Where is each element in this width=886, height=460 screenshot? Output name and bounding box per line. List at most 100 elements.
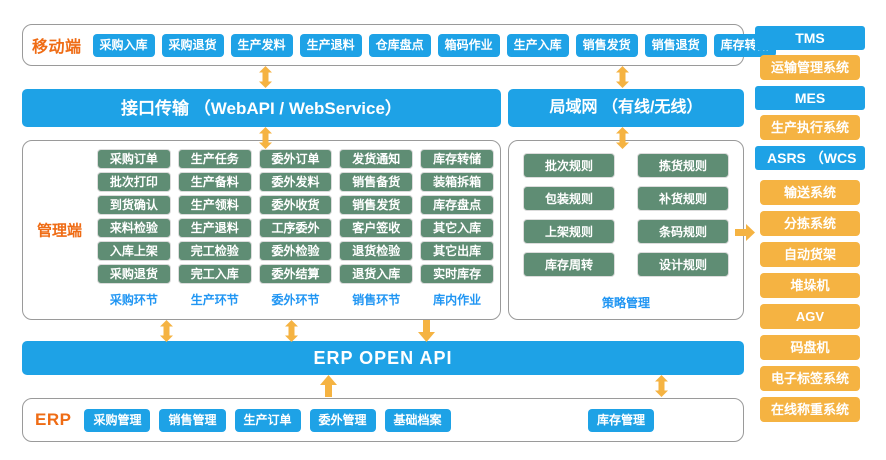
arrow-mobile-to-api-arrow-icon xyxy=(257,66,274,88)
mgmt-item[interactable]: 委外订单 xyxy=(258,149,333,169)
mgmt-item[interactable]: 其它出库 xyxy=(420,241,494,261)
mgmt-item[interactable]: 完工检验 xyxy=(177,241,252,261)
erp-item-outsourcing[interactable]: 委外管理 xyxy=(309,408,376,432)
strategy-item[interactable]: 拣货规则 xyxy=(637,153,729,178)
mgmt-item[interactable]: 其它入库 xyxy=(420,218,494,238)
mgmt-item[interactable]: 完工入库 xyxy=(177,264,252,284)
mobile-item-4[interactable]: 仓库盘点 xyxy=(368,33,431,57)
strategy-item[interactable]: 批次规则 xyxy=(523,153,615,178)
mobile-item-0[interactable]: 采购入库 xyxy=(92,33,155,57)
strategy-item[interactable]: 条码规则 xyxy=(637,219,729,244)
mgmt-item[interactable]: 委外发料 xyxy=(258,172,333,192)
sidebar-item-asrs-5[interactable]: 码盘机 xyxy=(760,335,860,360)
mobile-item-1[interactable]: 采购退货 xyxy=(161,33,224,57)
arrow-api-to-mgmt-arrow-icon xyxy=(257,127,274,149)
strategy-grid: 批次规则 拣货规则 包装规则 补货规则 上架规则 条码规则 库存周转 设计规则 … xyxy=(523,153,729,311)
sidebar-item-asrs-2[interactable]: 自动货架 xyxy=(760,242,860,267)
management-column-caption: 库内作业 xyxy=(433,293,482,307)
mgmt-item[interactable]: 生产退料 xyxy=(177,218,252,238)
mgmt-item[interactable]: 采购退货 xyxy=(97,264,171,284)
erp-section-panel: ERP 采购管理 销售管理 生产订单 委外管理 基础档案 库存管理 xyxy=(22,398,744,442)
management-column-purchase: 采购订单 批次打印 到货确认 来料检验 入库上架 采购退货 采购环节 xyxy=(97,149,171,313)
strategy-item[interactable]: 库存周转 xyxy=(523,252,615,277)
strategy-item[interactable]: 设计规则 xyxy=(637,252,729,277)
mgmt-item[interactable]: 生产任务 xyxy=(177,149,252,169)
sidebar-item-mes-0[interactable]: 生产执行系统 xyxy=(760,115,860,140)
strategy-row: 批次规则 拣货规则 xyxy=(523,153,729,178)
sidebar-item-asrs-4[interactable]: AGV xyxy=(760,304,860,329)
erp-item-purchase[interactable]: 采购管理 xyxy=(84,408,151,432)
mgmt-item[interactable]: 委外检验 xyxy=(258,241,333,261)
erp-section-row: ERP 采购管理 销售管理 生产订单 委外管理 基础档案 库存管理 xyxy=(23,399,743,441)
management-section-panel: 管理端 采购订单 批次打印 到货确认 来料检验 入库上架 采购退货 采购环节 生… xyxy=(22,140,501,320)
sidebar-item-asrs-6[interactable]: 电子标签系统 xyxy=(760,366,860,391)
sidebar-item-asrs-1[interactable]: 分拣系统 xyxy=(760,211,860,236)
sidebar-head-tms[interactable]: TMS xyxy=(755,26,865,50)
mgmt-item[interactable]: 来料检验 xyxy=(97,218,171,238)
arrow-mgmt-to-openapi-2-arrow-icon xyxy=(283,320,300,342)
mobile-item-5[interactable]: 箱码作业 xyxy=(437,33,500,57)
mgmt-item[interactable]: 委外收货 xyxy=(258,195,333,215)
mobile-item-2[interactable]: 生产发料 xyxy=(230,33,293,57)
mgmt-item[interactable]: 生产备料 xyxy=(177,172,252,192)
lan-bar[interactable]: 局域网 （有线/无线） xyxy=(508,89,744,127)
erp-open-api-bar[interactable]: ERP OPEN API xyxy=(22,341,744,375)
strategy-item[interactable]: 上架规则 xyxy=(523,219,615,244)
arrow-mgmt-to-openapi-3-arrow-icon xyxy=(418,320,435,342)
mobile-section-title: 移动端 xyxy=(32,39,82,56)
arrow-mobile-to-lan-arrow-icon xyxy=(614,66,631,88)
mgmt-item[interactable]: 退货检验 xyxy=(339,241,414,261)
management-column-caption: 委外环节 xyxy=(271,293,320,307)
management-column-caption: 销售环节 xyxy=(352,293,401,307)
mgmt-item[interactable]: 入库上架 xyxy=(97,241,171,261)
mgmt-item[interactable]: 生产领料 xyxy=(177,195,252,215)
sidebar-item-asrs-7[interactable]: 在线称重系统 xyxy=(760,397,860,422)
management-section-title: 管理端 xyxy=(37,222,83,240)
strategy-item[interactable]: 包装规则 xyxy=(523,186,615,211)
mobile-section-row: 移动端 采购入库 采购退货 生产发料 生产退料 仓库盘点 箱码作业 生产入库 销… xyxy=(23,25,776,65)
mgmt-item[interactable]: 实时库存 xyxy=(420,264,494,284)
mobile-section-panel: 移动端 采购入库 采购退货 生产发料 生产退料 仓库盘点 箱码作业 生产入库 销… xyxy=(22,24,776,66)
arrow-lan-to-strategy-arrow-icon xyxy=(614,127,631,149)
mgmt-item[interactable]: 销售备货 xyxy=(339,172,414,192)
arrow-strategy-to-sidebar-right-arrow-icon xyxy=(735,224,755,241)
mgmt-item[interactable]: 退货入库 xyxy=(339,264,414,284)
mgmt-item[interactable]: 批次打印 xyxy=(97,172,171,192)
mgmt-item[interactable]: 装箱拆箱 xyxy=(420,172,494,192)
mobile-item-6[interactable]: 生产入库 xyxy=(506,33,569,57)
management-column-caption: 生产环节 xyxy=(190,293,239,307)
mobile-item-3[interactable]: 生产退料 xyxy=(299,33,362,57)
sidebar-head-mes[interactable]: MES xyxy=(755,86,865,110)
management-column-sales: 发货通知 销售备货 销售发货 客户签收 退货检验 退货入库 销售环节 xyxy=(339,149,414,313)
mgmt-item[interactable]: 发货通知 xyxy=(339,149,414,169)
management-grid: 采购订单 批次打印 到货确认 来料检验 入库上架 采购退货 采购环节 生产任务 … xyxy=(97,149,494,313)
mobile-item-7[interactable]: 销售发货 xyxy=(575,33,638,57)
management-column-production: 生产任务 生产备料 生产领料 生产退料 完工检验 完工入库 生产环节 xyxy=(177,149,252,313)
sidebar-head-asrs[interactable]: ASRS （WCS xyxy=(755,146,865,170)
mobile-item-8[interactable]: 销售退货 xyxy=(644,33,707,57)
sidebar-item-tms-0[interactable]: 运输管理系统 xyxy=(760,55,860,80)
mgmt-item[interactable]: 到货确认 xyxy=(97,195,171,215)
mgmt-item[interactable]: 采购订单 xyxy=(97,149,171,169)
sidebar-item-asrs-3[interactable]: 堆垛机 xyxy=(760,273,860,298)
erp-item-basic-archive[interactable]: 基础档案 xyxy=(384,408,451,432)
arrow-openapi-to-erp-1-arrow-icon xyxy=(320,375,337,397)
mgmt-item[interactable]: 委外结算 xyxy=(258,264,333,284)
mgmt-item[interactable]: 客户签收 xyxy=(339,218,414,238)
strategy-section-panel: 批次规则 拣货规则 包装规则 补货规则 上架规则 条码规则 库存周转 设计规则 … xyxy=(508,140,744,320)
mgmt-item[interactable]: 销售发货 xyxy=(339,195,414,215)
interface-transport-bar[interactable]: 接口传输 （WebAPI / WebService） xyxy=(22,89,501,127)
erp-item-inventory[interactable]: 库存管理 xyxy=(587,408,654,432)
mgmt-item[interactable]: 库存盘点 xyxy=(420,195,494,215)
management-column-caption: 采购环节 xyxy=(109,293,158,307)
management-column-outsourcing: 委外订单 委外发料 委外收货 工序委外 委外检验 委外结算 委外环节 xyxy=(258,149,333,313)
strategy-row: 包装规则 补货规则 xyxy=(523,186,729,211)
mgmt-item[interactable]: 工序委外 xyxy=(258,218,333,238)
sidebar-item-asrs-0[interactable]: 输送系统 xyxy=(760,180,860,205)
strategy-item[interactable]: 补货规则 xyxy=(637,186,729,211)
mgmt-item[interactable]: 库存转储 xyxy=(420,149,494,169)
erp-item-production-order[interactable]: 生产订单 xyxy=(234,408,301,432)
arrow-openapi-to-erp-2-arrow-icon xyxy=(653,375,670,397)
erp-item-sales[interactable]: 销售管理 xyxy=(159,408,226,432)
